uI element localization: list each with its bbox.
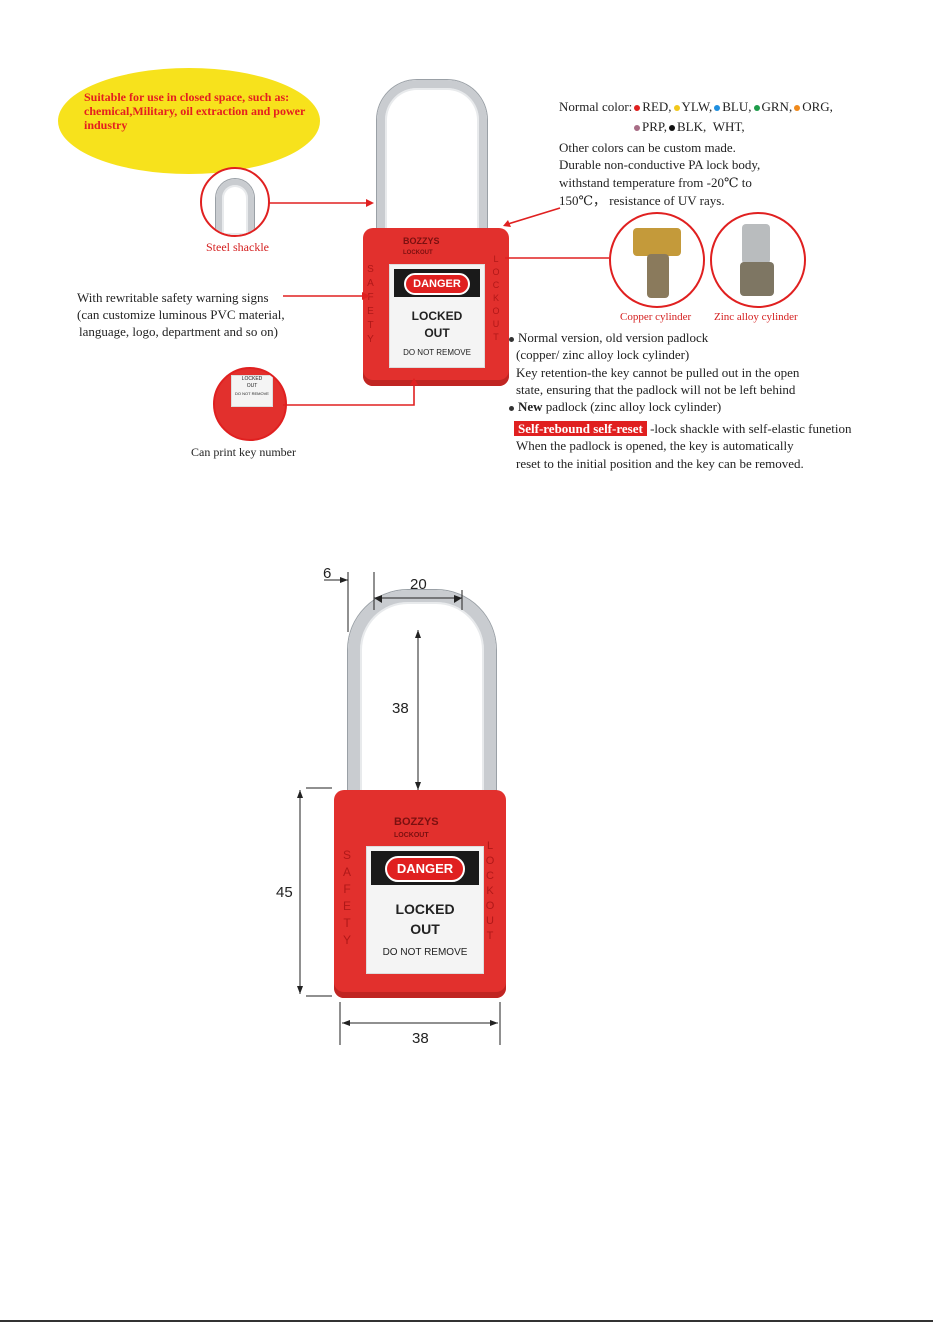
key-tag-locked: LOCKED [241,376,263,382]
warning-label: DANGER LOCKED OUT DO NOT REMOVE [389,264,485,368]
zinc-key-icon [740,262,774,296]
danger-badge: DANGER [404,273,470,295]
normal-color-line2: PRP, BLK, WHT, [632,118,745,135]
color-name: ORG, [802,99,833,114]
custom-colors-text: Other colors can be custom made. [559,140,736,155]
color-name: PRP, [642,119,667,134]
color-name: RED, [642,99,672,114]
connector-lines [268,199,609,406]
danger-strip: DANGER [394,269,480,297]
color-dot-icon [714,104,721,111]
color-name: BLU, [722,99,752,114]
dim-lock-side-right: LOCKOUT [484,840,496,945]
callout-text: Suitable for use in closed space, such a… [84,90,306,132]
key-number-detail-circle: LOCKED OUT DO NOT REMOVE [213,367,287,441]
bullet-icon [509,405,514,411]
dim-label-do-not-remove: DO NOT REMOVE [382,947,468,958]
key-number-tag: LOCKED OUT DO NOT REMOVE [231,375,273,407]
color-option: BLU, [712,99,752,114]
copper-key-icon [647,254,669,298]
normal-version-line3: Key retention-the key cannot be pulled o… [516,365,800,380]
dim-body-width: 38 [412,1030,429,1047]
color-option: BLK, [667,119,706,134]
color-option: GRN, [752,99,793,114]
lock-side-text-right: LOCKOUT [491,254,501,345]
body-desc-line1: Durable non-conductive PA lock body, [559,157,761,172]
normal-version-line2: (copper/ zinc alloy lock cylinder) [516,347,690,362]
color-option: YLW, [672,99,713,114]
color-list-1: RED, YLW, BLU, GRN, ORG, [632,99,833,114]
color-name: BLK, [676,119,707,134]
page-bottom-rule [0,1320,933,1322]
label-out: OUT [424,326,450,340]
color-dot-icon [668,124,675,131]
dim-danger-strip: DANGER [371,851,479,885]
dim-danger-badge: DANGER [385,856,465,882]
dim-shackle-thickness: 6 [323,565,332,582]
rebound-line2: When the padlock is opened, the key is a… [516,438,794,453]
key-tag-out: OUT [246,383,258,389]
warning-signs-line2: (can customize luminous PVC material, [77,307,285,322]
normal-color-line1: Normal color: RED, YLW, BLU, GRN, ORG, [559,98,833,115]
lock-shackle [377,80,487,248]
label-do-not-remove: DO NOT REMOVE [403,348,471,357]
dim-shackle-width: 20 [410,576,427,593]
new-version-line: New padlock (zinc alloy lock cylinder) [509,398,721,415]
color-option: RED, [632,99,672,114]
color-dot-icon [673,104,680,111]
color-dot-icon [794,104,801,111]
dim-label-locked: LOCKED [395,901,455,917]
warning-signs-line1: With rewritable safety warning signs [77,290,269,305]
normal-version-line1: Normal version, old version padlock [509,329,708,346]
color-name: WHT, [712,119,745,134]
normal-version-line4: state, ensuring that the padlock will no… [516,382,796,397]
copper-cylinder-icon [633,228,681,256]
rebound-line3: reset to the initial position and the ke… [516,456,804,471]
color-dot-icon [753,104,760,111]
warning-signs-line3: language, logo, department and so on) [79,324,278,339]
steel-shackle-icon [216,179,254,235]
yellow-callout-ellipse [58,68,320,174]
color-option: ORG, [792,99,833,114]
self-rebound-badge: Self-rebound self-reset [514,421,647,436]
color-option: PRP, [632,119,667,134]
dim-warning-label: DANGER LOCKED OUT DO NOT REMOVE [366,846,484,974]
dim-lock-side-left: SAFETY [340,848,354,950]
zinc-cylinder-icon [742,224,770,264]
dimension-lines [297,572,501,1045]
key-tag-do-not-remove: DO NOT REMOVE [235,391,269,396]
rebound-line: Self-rebound self-reset -lock shackle wi… [514,420,852,437]
dim-label-out: OUT [410,921,440,937]
dim-shackle-height: 38 [392,700,409,717]
steel-shackle-caption: Steel shackle [206,240,269,254]
zinc-cylinder-caption: Zinc alloy cylinder [714,311,798,323]
copper-cylinder-circle [609,212,705,308]
normal-color-prefix: Normal color: [559,99,633,114]
steel-shackle-detail-circle [200,167,270,237]
lock-side-text-left: SAFETY [365,264,376,348]
color-name: YLW, [681,99,713,114]
dim-body-height: 45 [276,884,293,901]
bullet-icon [509,336,514,342]
color-dot-icon [634,124,640,131]
label-locked: LOCKED [411,309,463,323]
color-dot-icon [634,104,641,111]
copper-cylinder-caption: Copper cylinder [620,311,692,323]
color-name: GRN, [761,99,793,114]
body-desc-line3: 150℃， resistance of UV rays. [559,193,725,208]
zinc-cylinder-circle [710,212,806,308]
key-number-caption: Can print key number [191,445,296,459]
body-desc-line2: withstand temperature from -20℃ to [559,175,752,190]
color-option: WHT, [706,119,745,134]
